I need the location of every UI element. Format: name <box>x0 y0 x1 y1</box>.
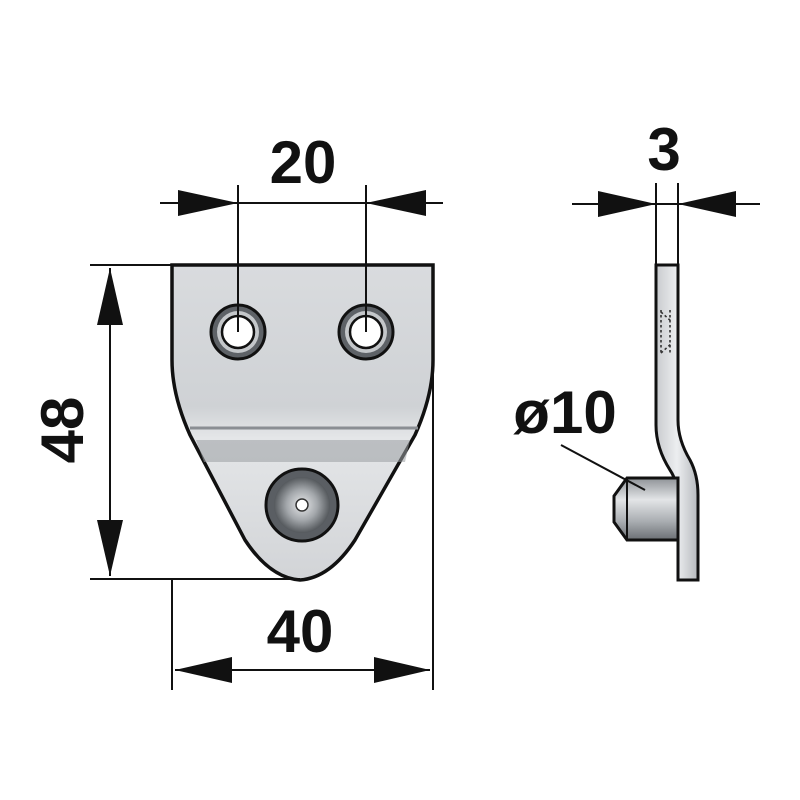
bend-shade <box>196 440 410 462</box>
hidden-hole-lines <box>660 310 673 355</box>
side-plate-profile <box>654 263 700 582</box>
dim-label-width: 40 <box>267 598 334 665</box>
pin-side <box>612 476 680 542</box>
front-view <box>170 263 435 582</box>
side-view <box>612 263 700 582</box>
dim-label-height: 48 <box>29 397 96 464</box>
dimension-arrows-side <box>598 191 736 217</box>
dim-label-thickness: 3 <box>647 116 680 183</box>
dimension-arrows-front <box>97 190 430 683</box>
dim-label-hole-spacing: 20 <box>270 129 337 196</box>
dim-label-pin-diameter: ø10 <box>513 379 616 446</box>
pin-front <box>264 467 340 543</box>
